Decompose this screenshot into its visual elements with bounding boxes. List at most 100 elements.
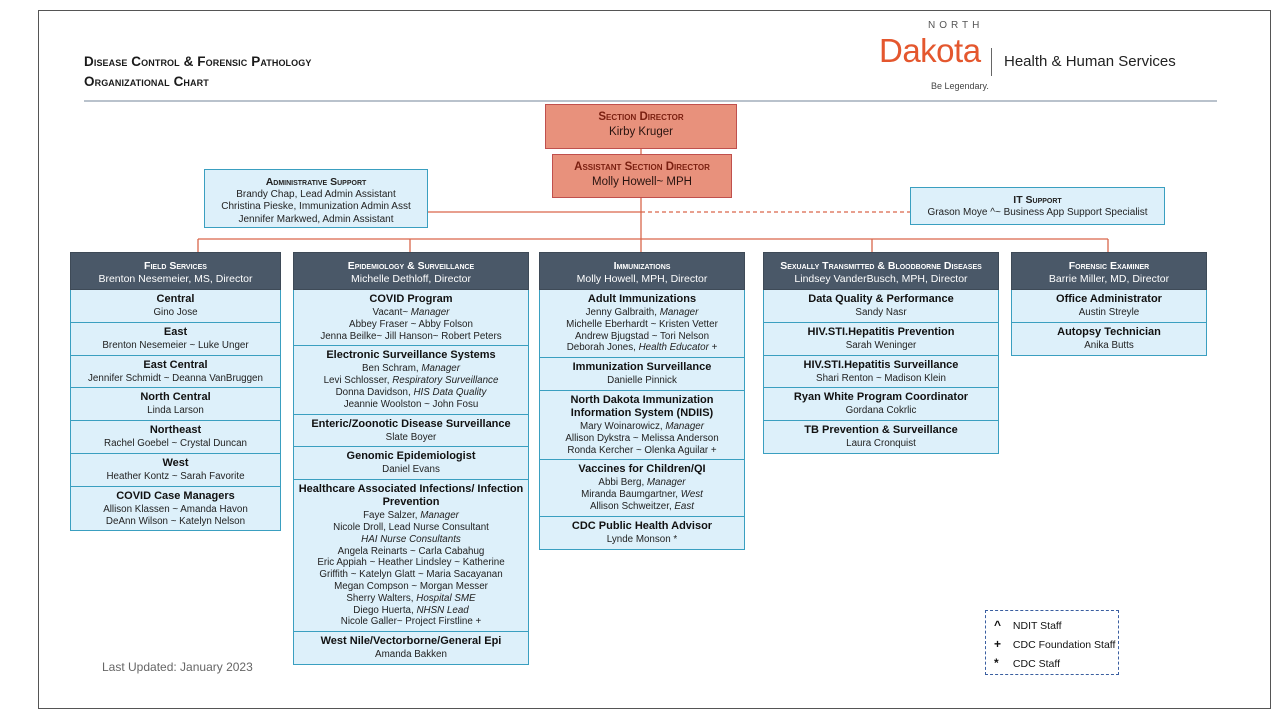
unit-staff-line: Rachel Goebel ~ Crystal Duncan <box>104 438 247 450</box>
staff-role: Manager <box>420 510 459 522</box>
unit-staff-line: Jennifer Schmidt ~ Deanna VanBruggen <box>88 372 263 384</box>
unit-staff-line: Allison Klassen ~ Amanda Havon <box>103 503 248 515</box>
logo-department: Health & Human Services <box>1004 53 1176 70</box>
unit-title: Electronic Surveillance Systems <box>326 349 496 362</box>
unit-staff-line: Slate Boyer <box>385 431 437 443</box>
unit-title: COVID Program <box>369 293 453 305</box>
column-director: Brenton Nesemeier, MS, Director <box>98 273 253 285</box>
admin-support-line: Jennifer Markwed, Admin Assistant <box>238 213 394 225</box>
unit-title: North Dakota Immunization Information Sy… <box>570 393 714 419</box>
unit-staff-line: Angela Reinarts ~ Carla Cabahug <box>337 545 485 557</box>
staff-role: HAI Nurse Consultants <box>361 533 461 545</box>
unit-title: East Central <box>143 358 208 371</box>
unit-staff-line: Nicole Galler~ Project Firstline + <box>340 616 482 628</box>
assistant-director-name: Molly Howell~ MPH <box>591 175 692 188</box>
unit-staff-line: Amanda Bakken <box>375 649 447 661</box>
legend-symbol: + <box>994 637 1002 651</box>
unit-staff-line: Anika Butts <box>1084 339 1134 351</box>
column-title: Epidemiology & Surveillance <box>347 260 475 272</box>
unit-staff-line: Laura Cronquist <box>846 438 916 450</box>
unit-staff-line: Allison Dykstra ~ Melissa Anderson <box>565 432 719 444</box>
title-line-1: Disease Control & Forensic Pathology <box>84 54 312 69</box>
unit-title: Central <box>156 293 195 305</box>
unit-staff-line: Diego Huerta, NHSN Lead <box>353 604 469 616</box>
staff-role: NHSN Lead <box>416 604 469 616</box>
unit-title: Adult Immunizations <box>587 293 697 305</box>
unit-title: Autopsy Technician <box>1057 325 1161 338</box>
unit-title: West <box>162 456 189 469</box>
logo-separator <box>991 48 992 76</box>
legend-label: CDC Staff <box>1012 658 1060 670</box>
unit-staff-line: Eric Appiah ~ Heather Lindsley ~ Katheri… <box>317 557 505 569</box>
unit-staff-line: Abbi Berg, Manager <box>598 477 686 489</box>
unit-title: COVID Case Managers <box>116 489 235 502</box>
it-support-box: IT Support Grason Moye ^~ Business App S… <box>910 187 1165 225</box>
legend-symbol: ^ <box>994 618 1002 632</box>
unit-staff-line: Miranda Baumgartner, West <box>581 489 703 501</box>
assistant-director-box: Assistant Section Director Molly Howell~… <box>552 154 732 198</box>
unit-title: Northeast <box>149 424 202 437</box>
unit-staff-line: Levi Schlosser, Respiratory Surveillance <box>323 375 499 387</box>
unit-staff-line: Gino Jose <box>153 307 198 318</box>
unit-staff-line: DeAnn Wilson ~ Katelyn Nelson <box>105 515 246 527</box>
unit-title: Immunization Surveillance <box>572 361 712 374</box>
column-director: Molly Howell, MPH, Director <box>576 273 708 285</box>
unit-staff-line: Gordana Cokrlic <box>845 405 917 417</box>
staff-role: Manager <box>665 420 704 432</box>
column-title: Field Services <box>144 260 207 272</box>
staff-role: Respiratory Surveillance <box>392 375 499 387</box>
page-title: Disease Control & Forensic Pathology Org… <box>84 52 311 92</box>
admin-support-line: Christina Pieske, Immunization Admin Ass… <box>221 201 411 212</box>
unit-staff-line: Austin Streyle <box>1078 307 1140 318</box>
section-director-title: Section Director <box>598 111 684 123</box>
legend-row: * CDC Staff <box>994 654 1118 673</box>
unit-staff-line: Vacant~ Manager <box>372 307 450 318</box>
it-support-title: IT Support <box>1013 194 1062 206</box>
staff-role: Manager <box>421 363 461 375</box>
unit-box: North Dakota Immunization Information Sy… <box>540 389 744 459</box>
column-title: Forensic Examiner <box>1068 260 1150 272</box>
unit-staff-line: Nicole Droll, Lead Nurse Consultant <box>333 521 489 533</box>
staff-role: HIS Data Quality <box>413 386 487 398</box>
unit-staff-line: Danielle Pinnick <box>607 375 677 387</box>
unit-title: North Central <box>140 391 211 404</box>
legend-symbol: * <box>994 656 999 670</box>
unit-staff-line: Andrew Bjugstad ~ Tori Nelson <box>574 330 710 342</box>
unit-staff-line: Linda Larson <box>147 405 204 417</box>
unit-staff-line: Shari Renton ~ Madison Klein <box>816 372 946 384</box>
staff-role: East <box>674 500 694 512</box>
unit-staff-line: Ben Schram, Manager <box>361 363 461 375</box>
legend-row: + CDC Foundation Staff <box>994 635 1118 654</box>
logo-tagline: Be Legendary. <box>931 81 989 91</box>
staff-legend: ^ NDIT Staff + CDC Foundation Staff * CD… <box>985 610 1119 675</box>
unit-staff-line: Sherry Walters, Hospital SME <box>346 592 476 604</box>
assistant-director-title: Assistant Section Director <box>574 161 710 173</box>
it-support-line: Grason Moye ^~ Business App Support Spec… <box>927 206 1148 218</box>
unit-title: CDC Public Health Advisor <box>571 519 713 532</box>
header-divider <box>84 100 1217 102</box>
staff-role: Manager <box>646 477 686 489</box>
admin-support-line: Brandy Chap, Lead Admin Assistant <box>236 188 396 200</box>
